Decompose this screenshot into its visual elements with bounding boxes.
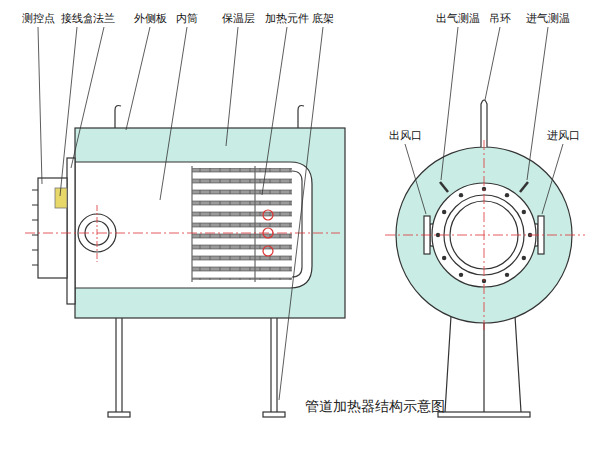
flange-bolt xyxy=(459,273,463,277)
flange xyxy=(67,158,75,304)
part-label: 进气测温 xyxy=(525,12,571,25)
part-label: 接线盒 xyxy=(60,12,95,25)
leader-lines xyxy=(38,27,563,400)
part-label: 保温层 xyxy=(221,12,256,25)
part-label: 测控点 xyxy=(21,12,56,25)
flange-bolt xyxy=(505,273,509,277)
inner-tube xyxy=(75,162,312,288)
part-label: 加热元件 xyxy=(264,12,310,25)
end-view xyxy=(396,100,572,417)
flange-bolt xyxy=(505,193,509,197)
flange-bolt xyxy=(442,256,446,260)
part-label: 吊环 xyxy=(488,12,512,25)
part-label: 出风口 xyxy=(388,129,423,142)
insulation-layer xyxy=(75,128,345,318)
side-view xyxy=(32,106,345,418)
flange-bolt xyxy=(522,210,526,214)
terminal-box xyxy=(38,178,67,278)
part-label: 外侧板 xyxy=(133,12,168,25)
flange-bolt xyxy=(442,210,446,214)
flange-bolt xyxy=(522,256,526,260)
flange-bolt xyxy=(459,193,463,197)
part-label: 底架 xyxy=(311,12,335,25)
part-label: 出气测温 xyxy=(435,12,481,25)
part-label: 法兰 xyxy=(92,12,116,25)
heating-elements xyxy=(192,168,292,280)
caption: 管道加热器结构示意图 xyxy=(305,398,445,415)
part-label: 进风口 xyxy=(546,129,581,142)
part-label: 内筒 xyxy=(175,12,199,25)
